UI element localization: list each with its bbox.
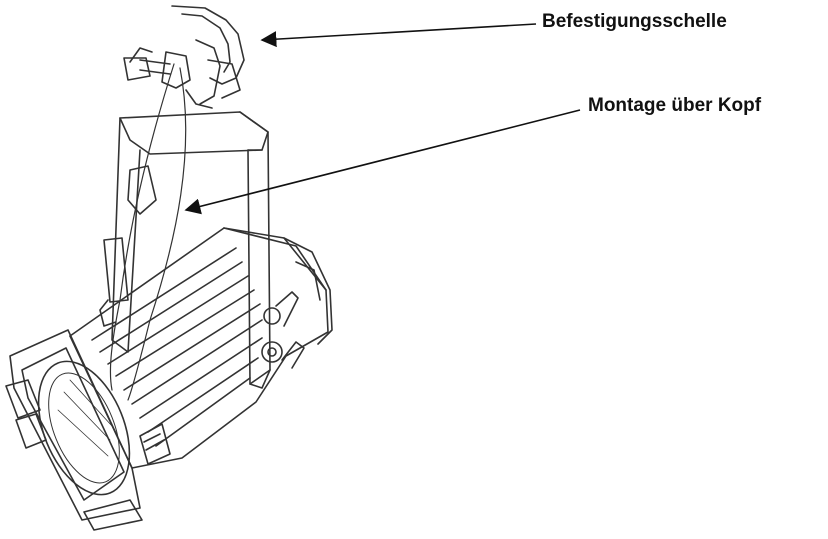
- callout-arrows: [184, 23, 581, 215]
- spotlight-fixture-icon: [5, 5, 333, 531]
- overhead-mount-label: Montage über Kopf: [588, 95, 762, 116]
- overhead-arrow-icon: [184, 109, 581, 215]
- clamp-arrow-icon: [260, 23, 537, 48]
- safety-cable-icon: [109, 63, 187, 401]
- clamp-label: Befestigungsschelle: [542, 11, 727, 32]
- tilt-lock-handle-icon: [99, 165, 157, 327]
- fixture-barrel-icon: [69, 227, 333, 469]
- lens-front-icon: [5, 329, 171, 531]
- yoke-bracket-icon: [111, 111, 305, 389]
